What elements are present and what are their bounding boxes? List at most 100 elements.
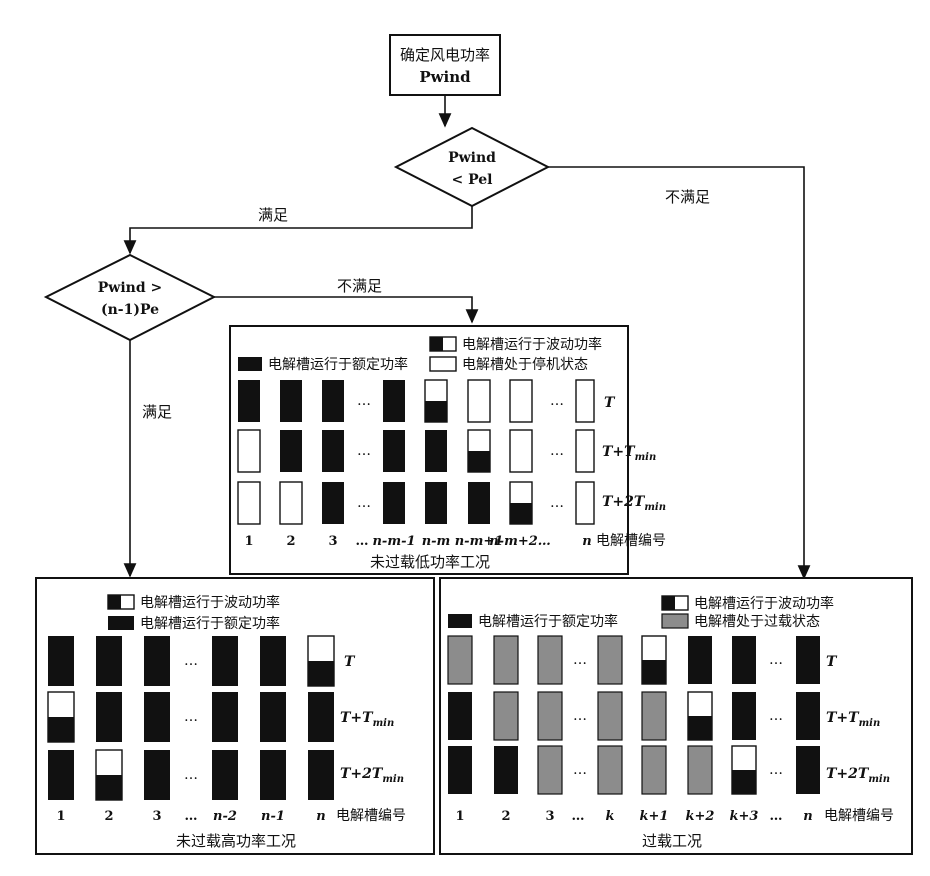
electrolyzer-cell bbox=[468, 430, 490, 472]
legend-rated-text: 电解槽运行于额定功率 bbox=[478, 613, 618, 630]
cell-number-label: … bbox=[770, 809, 783, 824]
electrolyzer-cell bbox=[260, 750, 286, 800]
electrolyzer-cell bbox=[576, 482, 594, 524]
electrolyzer-cell bbox=[494, 636, 518, 684]
electrolyzer-cell bbox=[538, 636, 562, 684]
cell-number-label: … bbox=[185, 809, 198, 824]
electrolyzer-cell bbox=[688, 692, 712, 740]
cond1-text-1: Pwind bbox=[448, 150, 496, 166]
electrolyzer-cell bbox=[308, 636, 334, 686]
electrolyzer-cell bbox=[212, 750, 238, 800]
high-row3-2tmin: +2T bbox=[350, 766, 383, 782]
overload-panel: 电解槽运行于波动功率 电解槽运行于额定功率 电解槽处于过载状态 ………………12… bbox=[440, 578, 912, 854]
ellipsis: … bbox=[550, 443, 564, 459]
cell-number-label: 2 bbox=[104, 809, 113, 824]
cond1-text-2: < Pel bbox=[452, 172, 493, 188]
ellipsis: … bbox=[184, 709, 198, 725]
high-row2-sub: min bbox=[373, 718, 395, 729]
legend-stop-low: 电解槽处于停机状态 bbox=[430, 356, 588, 373]
cell-number-label: … bbox=[356, 534, 369, 549]
legend-rated-text: 电解槽运行于额定功率 bbox=[268, 356, 408, 373]
electrolyzer-cell bbox=[425, 430, 447, 472]
start-text-1: 确定风电功率 bbox=[400, 46, 490, 64]
legend-stop-text: 电解槽处于停机状态 bbox=[462, 356, 588, 373]
cell-number-label: n bbox=[316, 809, 325, 824]
electrolyzer-cell bbox=[425, 482, 447, 524]
electrolyzer-cell bbox=[796, 746, 820, 794]
ellipsis: … bbox=[550, 393, 564, 409]
legend-fluct-over: 电解槽运行于波动功率 bbox=[662, 595, 834, 612]
cell-number-label: k+2 bbox=[686, 809, 715, 824]
electrolyzer-cell bbox=[48, 750, 74, 800]
cell-number-label: n bbox=[803, 809, 812, 824]
cell-number-label: k bbox=[605, 809, 614, 824]
electrolyzer-cell bbox=[576, 430, 594, 472]
electrolyzer-cell bbox=[468, 380, 490, 422]
electrolyzer-cell bbox=[96, 750, 122, 800]
cond2-no-label: 不满足 bbox=[337, 277, 382, 295]
ellipsis: … bbox=[573, 708, 587, 724]
ellipsis: … bbox=[573, 652, 587, 668]
electrolyzer-cell bbox=[322, 482, 344, 524]
electrolyzer-cell bbox=[212, 636, 238, 686]
electrolyzer-cell bbox=[144, 750, 170, 800]
cell-number-label: 2 bbox=[286, 534, 295, 549]
over-panel-title: 过载工况 bbox=[642, 832, 702, 850]
ellipsis: … bbox=[357, 443, 371, 459]
electrolyzer-cell bbox=[383, 430, 405, 472]
cond1-no-label: 不满足 bbox=[665, 188, 710, 206]
over-row-label-1: T bbox=[826, 654, 838, 670]
arrow-cond1-yes bbox=[130, 206, 472, 253]
ellipsis: … bbox=[573, 762, 587, 778]
electrolyzer-cell bbox=[468, 482, 490, 524]
arrow-cond2-no bbox=[214, 297, 472, 322]
legend-fluct-text: 电解槽运行于波动功率 bbox=[140, 594, 280, 611]
low-row3-2tmin: +2T bbox=[612, 494, 645, 510]
cell-number-label: n-2 bbox=[213, 809, 237, 824]
electrolyzer-cell bbox=[308, 750, 334, 800]
electrolyzer-cell bbox=[732, 636, 756, 684]
electrolyzer-cell bbox=[144, 636, 170, 686]
electrolyzer-cell bbox=[576, 380, 594, 422]
electrolyzer-cell bbox=[238, 380, 260, 422]
cell-number-label: 1 bbox=[455, 809, 464, 824]
legend-fluct-low: 电解槽运行于波动功率 bbox=[430, 336, 602, 353]
high-row3-sub: min bbox=[382, 774, 404, 785]
high-axis-label: 电解槽编号 bbox=[336, 808, 406, 824]
low-row-label-1: T bbox=[604, 395, 616, 411]
high-panel-title: 未过载高功率工况 bbox=[176, 832, 296, 850]
electrolyzer-cell bbox=[280, 380, 302, 422]
ellipsis: … bbox=[769, 762, 783, 778]
low-panel-title: 未过载低功率工况 bbox=[370, 553, 490, 571]
legend-rated-high: 电解槽运行于额定功率 bbox=[108, 615, 280, 632]
electrolyzer-cell bbox=[598, 692, 622, 740]
electrolyzer-cell bbox=[96, 636, 122, 686]
over-axis-label: 电解槽编号 bbox=[824, 808, 894, 824]
condition-1-diamond: Pwind < Pel bbox=[396, 128, 548, 206]
high-power-panel: 电解槽运行于波动功率 电解槽运行于额定功率 ………123…n-2n-1n T T… bbox=[36, 578, 434, 854]
electrolyzer-cell bbox=[732, 692, 756, 740]
electrolyzer-cell bbox=[538, 692, 562, 740]
legend-overload-text: 电解槽处于过载状态 bbox=[694, 614, 820, 630]
electrolyzer-cell bbox=[280, 482, 302, 524]
electrolyzer-cell bbox=[598, 636, 622, 684]
electrolyzer-cell bbox=[688, 636, 712, 684]
cell-number-label: 3 bbox=[328, 534, 337, 549]
ellipsis: … bbox=[184, 653, 198, 669]
cell-number-label: n-m+2… bbox=[489, 534, 551, 549]
legend-fluct-text: 电解槽运行于波动功率 bbox=[462, 336, 602, 353]
cell-number-label: n bbox=[582, 534, 591, 549]
electrolyzer-cell bbox=[383, 482, 405, 524]
electrolyzer-cell bbox=[494, 692, 518, 740]
cell-number-label: 2 bbox=[501, 809, 510, 824]
electrolyzer-cell bbox=[260, 692, 286, 742]
cell-number-label: k+1 bbox=[640, 809, 669, 824]
electrolyzer-cell bbox=[538, 746, 562, 794]
cond2-text-2: (n-1)Pe bbox=[101, 302, 159, 318]
electrolyzer-cell bbox=[238, 482, 260, 524]
electrolyzer-cell bbox=[642, 746, 666, 794]
electrolyzer-cell bbox=[280, 430, 302, 472]
electrolyzer-cell bbox=[510, 430, 532, 472]
legend-overload-over: 电解槽处于过载状态 bbox=[662, 614, 820, 630]
